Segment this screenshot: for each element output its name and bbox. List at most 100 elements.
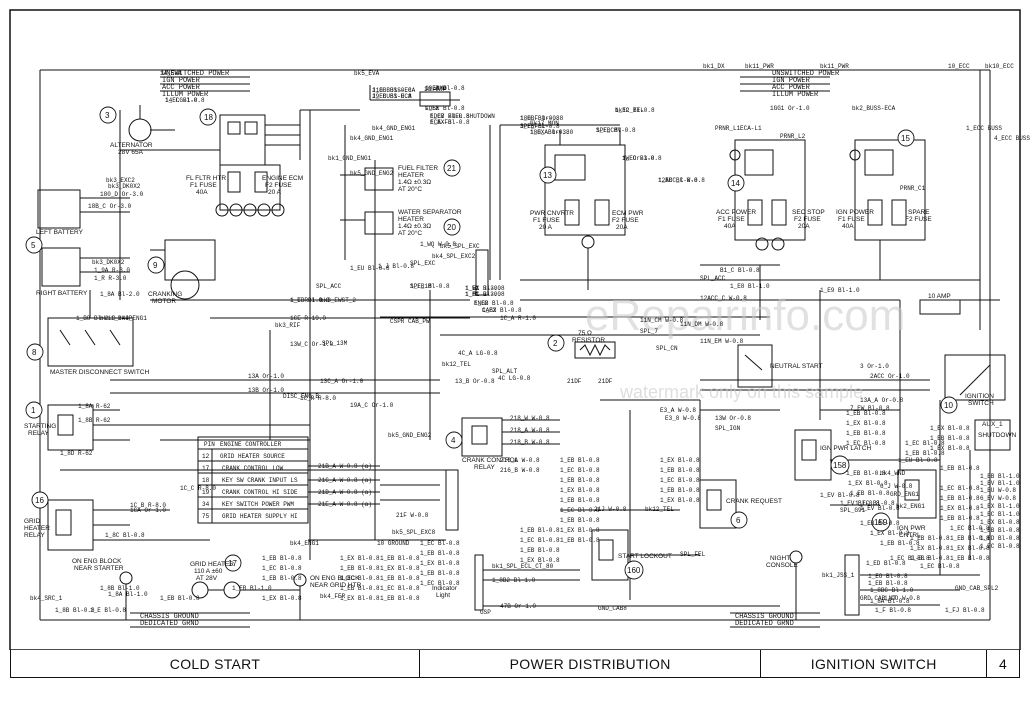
- wire-label: 180_A Or-3.0: [530, 129, 574, 136]
- wire-label: 1_ECC BUSS: [966, 125, 1002, 132]
- wire-label: 1_EB Bl-0.8: [290, 297, 330, 304]
- sec-stop-label-1: SEC STOP: [792, 209, 825, 216]
- wire-label: 1_EX Bl-0.8: [980, 519, 1020, 526]
- ecm-row-1-name: CRANK CONTROL LOW: [222, 465, 284, 472]
- water-sep-label-2: HEATER: [398, 216, 424, 223]
- bus-ign-right: IGN POWER: [772, 77, 811, 85]
- wire-label: 10 AMP: [425, 85, 447, 92]
- wire-label: 4_ECC BUSS: [994, 135, 1030, 142]
- wire-label: bk1_SPL_ECL_CT_80: [492, 563, 554, 570]
- callout-13: 13: [543, 171, 552, 180]
- bus-acc-right: ACC POWER: [772, 84, 811, 92]
- wire-label: FUSE: [425, 105, 440, 112]
- callout-18: 18: [204, 113, 213, 122]
- wire-label: bk4_FER: [320, 593, 346, 600]
- wire-label: 1_EB Bl-0.8: [560, 477, 600, 484]
- wire-label: 11N_CM W-0.8: [640, 317, 684, 324]
- night-console-label-1: NIGHT: [770, 555, 790, 562]
- ecm-table-source: GRID HEATER SOURCE: [220, 453, 285, 460]
- shutdown-label-1: AUX_1: [982, 421, 1003, 428]
- wire-label: 1_EX Bl-0.8: [530, 129, 570, 136]
- ign-power-label-1: IGN POWER: [836, 209, 874, 216]
- callout-14: 14: [731, 179, 740, 188]
- wire-label: 1_EX Bl-0.8: [930, 425, 970, 432]
- wire-label: 1C_B R-8.0: [130, 502, 166, 509]
- wire-label: SPL_FEL: [520, 123, 546, 130]
- wire-label: 10 GROUND: [377, 540, 410, 547]
- ecm-row-4-pin: 34: [202, 501, 210, 508]
- wire-label: 1CE R-19.0: [290, 315, 326, 322]
- indicator-light-label-2: Light: [436, 592, 450, 599]
- wire-label: bk5_EVA: [354, 70, 380, 77]
- page-number: 4: [999, 655, 1008, 672]
- wire-label: 1_EB Bl-0.8: [474, 300, 514, 307]
- wire-label: 1_8A Bl-1.0: [108, 591, 148, 598]
- wire-label: 13B Or-1.0: [248, 387, 284, 394]
- wire-label: 218_W W-0.8: [510, 415, 550, 422]
- crank-control-relay-label-1: CRANK CONTROL: [462, 457, 519, 464]
- wire-label: 1_EX Bl-0.8: [465, 285, 505, 292]
- wire-label: 1_EC Bl-0.8: [920, 563, 960, 570]
- wire-label: 12ACC_C W-0.8: [700, 295, 747, 302]
- wire-label: bk10_ECC: [985, 63, 1014, 70]
- wire-label: PRNR_L2: [780, 133, 806, 140]
- wire-label: bk4_WND: [880, 470, 906, 477]
- wire-label: SPL_ACC: [700, 275, 726, 282]
- wire-label: bk11_PWR: [745, 63, 774, 70]
- wire-label: 1_8D R-62: [60, 450, 93, 457]
- wire-label: 1_M1 R-3.0: [465, 291, 501, 298]
- wire-label: GRD CAB_NT: [860, 595, 896, 602]
- eng-block-starter-label-1: ON ENG BLOCK: [72, 558, 122, 565]
- pwr-cnvtr-label-1: PWR CNVRTR: [530, 210, 574, 217]
- wire-label: 1_EC Bl-0.8: [980, 543, 1020, 550]
- bus-dedicated-ground-left: DEDICATED GRND: [140, 620, 199, 628]
- indicator-light-label-1: Indicator: [432, 585, 458, 592]
- wire-label: 1_EB Bl-0.8: [940, 515, 980, 522]
- wire-label: ECA-L1: [740, 125, 762, 132]
- callout-160: 160: [627, 566, 641, 575]
- wire-label: 21J W-0.8: [594, 506, 627, 513]
- wire-label: 1_9A R-3.0: [94, 267, 130, 274]
- wire-label: PRNR_L1: [715, 125, 741, 132]
- wire-label: 21B_A W-0.8 (a): [318, 463, 372, 470]
- wire-label: 1_EB Bl-0.8: [910, 555, 950, 562]
- wire-label: 1C_R R-8.0: [300, 395, 336, 402]
- wire-label: 1_EC Bl-0.8: [380, 585, 420, 592]
- wire-label: 1_ED Bl-0.8: [980, 535, 1020, 542]
- wire-label: GSP: [480, 609, 491, 616]
- wire-label: 1_EX Bl-0.8: [950, 545, 990, 552]
- wire-label: 1_EB Bl-0.8: [880, 540, 920, 547]
- ecm-row-1-pin: 17: [202, 465, 210, 472]
- wire-label: 12ACC_C W-0.8: [658, 177, 705, 184]
- wire-label: 1_EC Bl-0.8: [372, 93, 412, 100]
- wire-label: 13_B Or-0.8: [455, 378, 495, 385]
- wire-label: 1_EB Bl-0.8: [846, 430, 886, 437]
- wire-label: 1_EX Bl-0.8: [940, 505, 980, 512]
- wire-label: bk5_SPL_EXC: [440, 243, 480, 250]
- fl-fltr-fuse-label-3: 40A: [196, 189, 208, 196]
- wire-label: 1_8B2 Bl-1.0: [492, 577, 536, 584]
- wire-label: 1_EB Bl-0.8: [940, 465, 980, 472]
- wire-label: bk4_GND_ENG1: [372, 125, 416, 132]
- wire-label: 1_EB Bl-0.8: [850, 490, 890, 497]
- wire-label: 21C_A W-0.8 (a): [318, 477, 372, 484]
- bus-illum-left: ILLUM POWER: [162, 91, 209, 99]
- wire-label: 1_EC Bl-0.8: [340, 575, 380, 582]
- spare-label-2: F2 FUSE: [905, 216, 932, 223]
- grid-heater-label-1: GRID HEATER: [190, 561, 234, 568]
- wire-label: 1_8B R-62: [78, 417, 111, 424]
- wire-label: SPL_EXC: [410, 260, 436, 267]
- wire-label: 1C_A R-1.0: [500, 315, 536, 322]
- wire-label: 4C LG-0.8: [498, 375, 531, 382]
- ecm-row-3-name: CRANK CONTROL HI SIDE: [222, 489, 298, 496]
- wire-label: 1_EV Bl-0.8: [860, 505, 900, 512]
- wire-label: bk4_SRC_1: [30, 595, 63, 602]
- wire-label: 3 Or-1.0: [860, 363, 889, 370]
- title-cold-start: COLD START: [11, 650, 420, 677]
- wire-label: 1_EX Bl-0.8: [846, 420, 886, 427]
- wire-label: 1_EB Bl-0.8: [380, 595, 420, 602]
- callout-158: 158: [833, 461, 847, 470]
- wire-label: 1_EB Bl-0.8: [560, 497, 600, 504]
- wire-label: 1_EC Bl-0.8: [560, 467, 600, 474]
